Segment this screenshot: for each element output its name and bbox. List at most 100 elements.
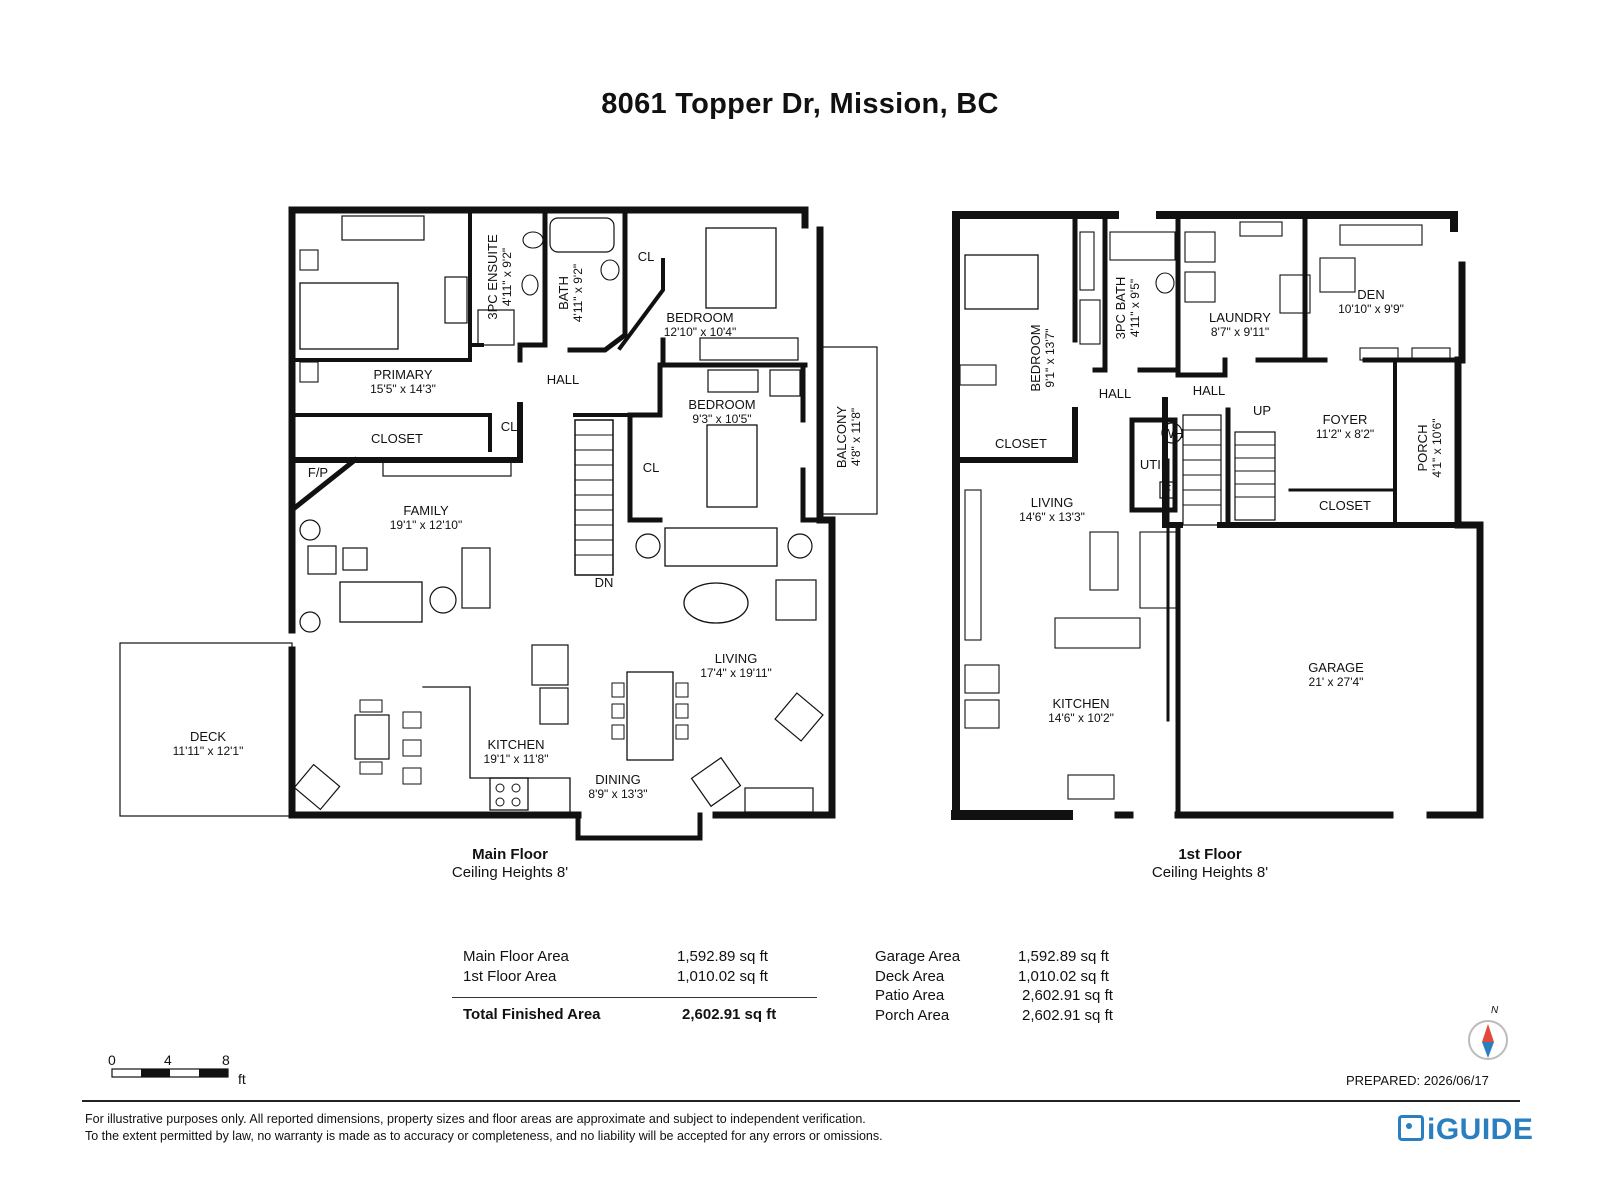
page-title: 8061 Topper Dr, Mission, BC [601, 88, 999, 120]
room-name: HALL [1192, 383, 1226, 398]
brand-logo: iGUIDE [1398, 1113, 1533, 1147]
area-label: Patio Area [875, 987, 945, 1004]
room-name: F [1163, 482, 1171, 497]
label-fp: F/P [258, 466, 378, 480]
room-dimensions: 12'10" x 10'4" [663, 325, 737, 339]
room-name: CL [642, 460, 660, 475]
label-hall: HALL [503, 373, 623, 387]
room-dimensions: 14'6" x 10'2" [1048, 711, 1114, 725]
area-value: 1,592.89 sq ft [1018, 948, 1109, 965]
area-label: Garage Area [875, 948, 961, 965]
area-label: Main Floor Area [463, 948, 569, 965]
room-name: DN [594, 575, 614, 590]
label-closet: CLOSET [1285, 499, 1405, 513]
label-hall: HALL [1149, 384, 1269, 398]
room-name: PORCH [1415, 424, 1430, 472]
area-value: 2,602.91 sq ft [1022, 987, 1113, 1004]
disclaimer-line-2: To the extent permitted by law, no warra… [85, 1129, 883, 1143]
label-hall: HALL [1055, 387, 1175, 401]
first-floor-ceiling: Ceiling Heights 8' [1151, 864, 1269, 881]
room-name: CLOSET [994, 436, 1047, 451]
scale-unit: ft [238, 1071, 246, 1087]
room-name: UP [1252, 403, 1272, 418]
label-cl: CL [449, 420, 569, 434]
room-name: FOYER [1322, 412, 1368, 427]
room-name: BEDROOM [1028, 324, 1043, 392]
area-label: Porch Area [875, 1007, 950, 1024]
disclaimer: For illustrative purposes only. All repo… [85, 1111, 883, 1145]
room-name: F/P [307, 465, 329, 480]
main-floor-caption: Main Floor Ceiling Heights 8' [410, 846, 610, 882]
room-dimensions: 15'5" x 14'3" [370, 382, 436, 396]
room-name: LIVING [714, 651, 758, 666]
room-name: CL [500, 419, 518, 434]
room-dimensions: 4'11" x 9'5" [1128, 278, 1142, 338]
room-name: CLOSET [370, 431, 423, 446]
scale-tick-4: 4 [164, 1052, 172, 1068]
room-name: HALL [1098, 386, 1132, 401]
room-name: BATH [556, 276, 571, 310]
room-name: CLOSET [1318, 498, 1371, 513]
table-divider [452, 997, 817, 998]
main-floor-ceiling: Ceiling Heights 8' [451, 864, 569, 881]
area-value: 1,592.89 sq ft [677, 948, 768, 965]
room-name: 3PC BATH [1113, 276, 1128, 340]
area-value: 1,010.02 sq ft [677, 968, 768, 985]
label-up: UP [1202, 404, 1322, 418]
room-dimensions: 17'4" x 19'11" [700, 666, 772, 680]
room-name: KITCHEN [1052, 696, 1110, 711]
label-closet: CLOSET [961, 437, 1081, 451]
label-wh: WH [1113, 427, 1233, 441]
room-name: CL [637, 249, 655, 264]
label-f: F [1107, 483, 1227, 497]
room-name: DEN [1357, 287, 1385, 302]
label-cl: CL [586, 250, 706, 264]
room-name: DECK [189, 729, 227, 744]
area-label: 1st Floor Area [463, 968, 557, 985]
room-dimensions: 8'9" x 13'3" [588, 787, 648, 801]
room-name: 3PC ENSUITE [485, 234, 500, 320]
room-name: LAUNDRY [1209, 310, 1271, 325]
disclaimer-line-1: For illustrative purposes only. All repo… [85, 1112, 866, 1126]
label-dn: DN [544, 576, 664, 590]
first-floor-caption: 1st Floor Ceiling Heights 8' [1110, 846, 1310, 882]
room-dimensions: 21' x 27'4" [1308, 675, 1364, 689]
room-name: BEDROOM [688, 397, 756, 412]
room-name: WH [1162, 426, 1184, 441]
total-area-value: 2,602.91 sq ft [682, 1006, 777, 1023]
room-name: UTIL [1139, 457, 1169, 472]
compass-north-label: N [1491, 1005, 1499, 1016]
first-floor-name: 1st Floor [1178, 846, 1242, 863]
area-value: 1,010.02 sq ft [1018, 968, 1109, 985]
main-floor-name: Main Floor [472, 846, 548, 863]
room-name: DINING [595, 772, 641, 787]
room-dimensions: 14'6" x 13'3" [1019, 510, 1085, 524]
scale-tick-8: 8 [222, 1052, 230, 1068]
footer-divider [82, 1100, 1520, 1102]
room-dimensions: 9'3" x 10'5" [692, 412, 752, 426]
room-name: FAMILY [403, 503, 449, 518]
room-dimensions: 4'11" x 9'2" [500, 247, 514, 307]
label-util: UTIL [1094, 458, 1214, 472]
area-value: 2,602.91 sq ft [1022, 1007, 1113, 1024]
label-cl: CL [591, 461, 711, 475]
room-name: KITCHEN [487, 737, 545, 752]
